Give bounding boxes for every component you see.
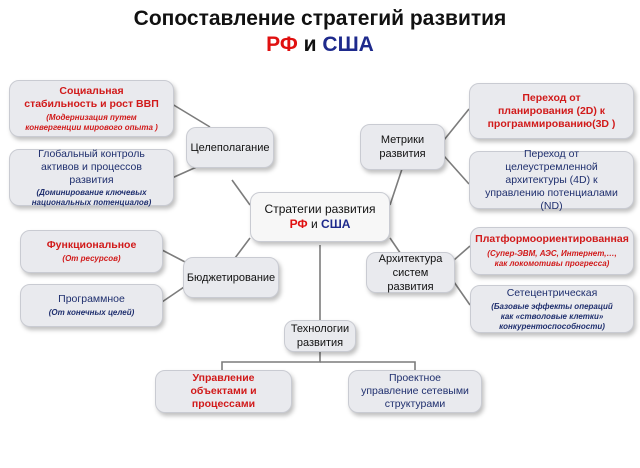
- hub-goal-setting-label: Целеполагание: [190, 141, 270, 154]
- leaf-project-management-title: Проектное управление сетевыми структурам…: [361, 372, 469, 410]
- leaf-planning-transition-title: Переход от планирования (2D) к программи…: [487, 91, 616, 130]
- hub-technology-label: Технологии развития: [290, 323, 350, 349]
- center-rf: РФ: [289, 217, 308, 231]
- leaf-functional: Функциональное (От ресурсов): [20, 230, 163, 273]
- diagram-title: Сопоставление стратегий развития РФ и СШ…: [0, 6, 640, 58]
- leaf-program-title: Программное: [58, 293, 125, 305]
- leaf-planning-transition: Переход от планирования (2D) к программи…: [469, 83, 634, 139]
- title-usa: США: [322, 33, 374, 56]
- center-node-subtitle: РФ и США: [290, 217, 351, 232]
- center-node: Стратегии развития РФ и США: [250, 192, 390, 242]
- leaf-purposeful-transition: Переход от целеустремленной архитектуры …: [469, 148, 634, 212]
- title-rf: РФ: [266, 33, 298, 56]
- leaf-network-centric-title: Сетецентрическая: [506, 286, 598, 299]
- leaf-social-stability-note: (Модернизация путем конвергенции мировог…: [25, 112, 158, 132]
- leaf-functional-title: Функциональное: [46, 239, 137, 251]
- hub-technology: Технологии развития: [284, 320, 356, 352]
- leaf-platform-oriented: Платформоориентированная (Супер-ЭВМ, АЭС…: [470, 227, 634, 275]
- leaf-network-centric-note: (Базовые эффекты операций как «стволовые…: [491, 301, 613, 331]
- center-usa: США: [321, 217, 351, 231]
- connector-budget-functional: [161, 249, 188, 264]
- center-and: и: [311, 217, 318, 231]
- leaf-program: Программное (От конечных целей): [20, 284, 163, 327]
- connector-tech-objects: [221, 345, 321, 372]
- leaf-social-stability-title: Социальная стабильность и рост ВВП: [24, 84, 159, 110]
- hub-budgeting: Бюджетирование: [183, 257, 279, 298]
- connector-budget-program: [161, 284, 188, 303]
- hub-architecture-label: Архитектура систем развития: [378, 252, 443, 293]
- connector-arch-network: [453, 281, 471, 306]
- leaf-functional-note: (От ресурсов): [62, 254, 121, 263]
- hub-goal-setting: Целеполагание: [186, 127, 274, 168]
- hub-metrics-label: Метрики развития: [379, 134, 426, 160]
- leaf-object-management-title: Управление объектами и процессами: [190, 372, 257, 410]
- leaf-platform-oriented-title: Платформоориентированная: [475, 233, 629, 245]
- connector-goal-social: [171, 103, 211, 128]
- leaf-network-centric: Сетецентрическая (Базовые эффекты операц…: [470, 285, 634, 333]
- center-node-title: Стратегии развития: [264, 202, 376, 216]
- title-and: и: [303, 33, 317, 56]
- leaf-global-control-title: Глобальный контроль активов и процессов …: [38, 147, 145, 186]
- leaf-program-note: (От конечных целей): [48, 308, 135, 317]
- hub-budgeting-label: Бюджетирование: [186, 271, 276, 284]
- leaf-purposeful-transition-title: Переход от целеустремленной архитектуры …: [485, 147, 618, 212]
- leaf-platform-oriented-note: (Супер-ЭВМ, АЭС, Интернет,…, как локомот…: [487, 249, 617, 268]
- connector-metrics-purposeful: [443, 155, 470, 185]
- leaf-project-management: Проектное управление сетевыми структурам…: [348, 370, 482, 413]
- connector-center-goal: [231, 179, 251, 206]
- hub-architecture: Архитектура систем развития: [366, 252, 455, 293]
- hub-metrics: Метрики развития: [360, 124, 445, 170]
- connector-arch-platform: [453, 245, 471, 261]
- connector-metrics-planning: [443, 108, 470, 141]
- connector-center-metrics: [389, 165, 404, 206]
- connector-tech-project: [320, 361, 416, 370]
- title-line-1: Сопоставление стратегий развития: [133, 7, 507, 30]
- leaf-social-stability: Социальная стабильность и рост ВВП (Моде…: [9, 80, 174, 137]
- title-line-2: РФ и США: [0, 32, 640, 58]
- leaf-global-control-note: (Доминирование ключевых национальных пот…: [31, 187, 152, 207]
- leaf-global-control: Глобальный контроль активов и процессов …: [9, 147, 174, 207]
- leaf-object-management: Управление объектами и процессами: [155, 370, 292, 413]
